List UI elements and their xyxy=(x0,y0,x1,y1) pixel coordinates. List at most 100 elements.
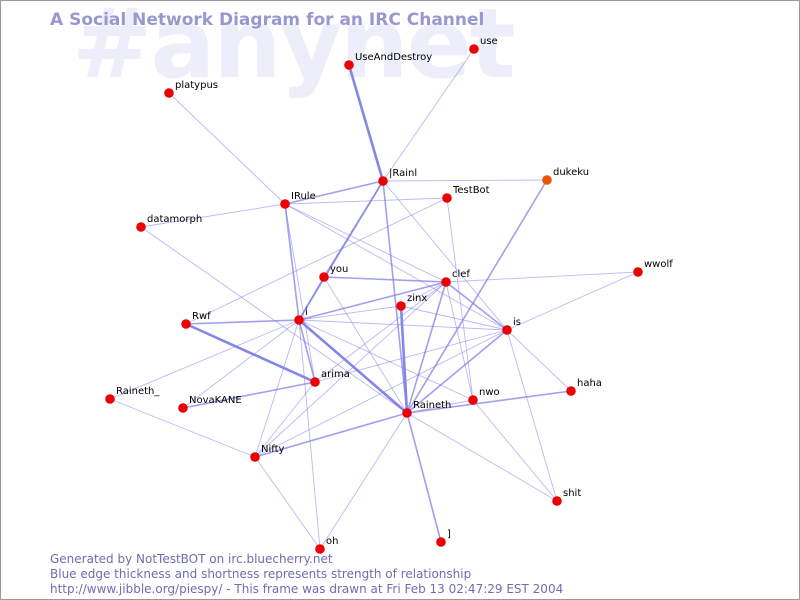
node-dot-platypus xyxy=(164,88,174,98)
edge-i-Raineth_ xyxy=(109,319,300,400)
node-label-Rainl: |Rainl xyxy=(389,168,417,179)
edge-clef-Nifty xyxy=(254,281,447,458)
node-nwo: nwo xyxy=(468,387,500,405)
edge-dukeku-Raineth xyxy=(406,179,548,414)
node-label-shit: shit xyxy=(563,488,581,499)
node-label-clef: clef xyxy=(452,269,470,280)
edge-nwo-shit xyxy=(472,399,558,502)
node-label-NovaKANE: NovaKANE xyxy=(189,395,242,406)
edge-Raineth-oh xyxy=(319,412,408,550)
node-Rwf: Rwf xyxy=(181,311,211,329)
node-arima: arima xyxy=(310,369,350,387)
node-dot-use xyxy=(469,44,479,54)
edge-i-oh xyxy=(298,319,321,550)
node-oh: oh xyxy=(315,536,338,554)
node-label-haha: haha xyxy=(577,378,602,389)
node-label-nwo: nwo xyxy=(479,387,500,398)
node-label-platypus: platypus xyxy=(175,80,218,91)
node-dot-Rwf xyxy=(181,319,191,329)
edge-i-nwo xyxy=(298,319,474,401)
edge-i-NovaKANE xyxy=(182,319,300,409)
node-dot-bracket xyxy=(436,537,446,547)
edge-clef-i xyxy=(298,281,447,321)
node-shit: shit xyxy=(552,488,581,506)
node-dot-oh xyxy=(315,544,325,554)
node-dot-NovaKANE xyxy=(178,403,188,413)
node-label-Rwf: Rwf xyxy=(192,311,211,322)
edge-Rainl-Raineth xyxy=(382,180,408,414)
node-label-i: i xyxy=(305,307,308,318)
diagram-title: A Social Network Diagram for an IRC Chan… xyxy=(50,10,485,30)
edge-clef-arima xyxy=(314,281,447,383)
edge-clef-is xyxy=(445,281,508,331)
edge-IRule-i xyxy=(284,203,300,321)
node-use: use xyxy=(469,36,498,54)
footer: Generated by NotTestBOT on irc.bluecherr… xyxy=(50,552,563,597)
node-datamorph: datamorph xyxy=(136,214,202,232)
node-label-arima: arima xyxy=(321,369,350,380)
node-dot-IRule xyxy=(280,199,290,209)
edge-is-Nifty xyxy=(254,329,508,458)
node-platypus: platypus xyxy=(164,80,218,98)
node-dot-nwo xyxy=(468,395,478,405)
edge-Rainl-dukeku xyxy=(382,179,548,182)
edge-Raineth-shit xyxy=(406,412,558,502)
node-dot-Rainl xyxy=(378,176,388,186)
node-dot-haha xyxy=(566,386,576,396)
node-dot-Raineth_ xyxy=(105,394,115,404)
edge-clef-Raineth xyxy=(406,281,447,414)
edge-Rwf-arima xyxy=(185,322,316,384)
node-wwolf: wwolf xyxy=(633,259,673,277)
edge-Rwf-i xyxy=(185,319,300,325)
node-label-bracket: ] xyxy=(447,529,451,540)
edge-arima-Nifty xyxy=(254,381,316,458)
edge-IRule-clef xyxy=(284,203,447,283)
node-label-Nifty: Nifty xyxy=(261,444,285,455)
node-haha: haha xyxy=(566,378,602,396)
node-label-Raineth: Raineth xyxy=(413,400,451,411)
edge-platypus-IRule xyxy=(168,92,286,205)
edge-TestBot-Rwf xyxy=(185,197,448,325)
node-Nifty: Nifty xyxy=(250,444,285,462)
node-label-oh: oh xyxy=(326,536,338,547)
footer-url-timestamp: http://www.jibble.org/piespy/ - This fra… xyxy=(50,582,564,596)
edge-UseAndDestroy-Rainl xyxy=(347,64,385,182)
node-TestBot: TestBot xyxy=(442,185,490,203)
node-dot-clef xyxy=(441,277,451,287)
edge-Raineth-Nifty xyxy=(254,412,408,458)
footer-generated-by: Generated by NotTestBOT on irc.bluecherr… xyxy=(50,552,333,566)
edge-use-Rainl xyxy=(382,48,475,182)
node-dot-UseAndDestroy xyxy=(344,60,354,70)
edge-TestBot-nwo xyxy=(446,197,474,401)
edge-datamorph-Raineth xyxy=(140,226,408,414)
edge-Raineth_-Nifty xyxy=(109,398,256,458)
node-dot-is xyxy=(502,325,512,335)
edge-is-shit xyxy=(506,329,558,502)
node-dot-arima xyxy=(310,377,320,387)
edge-IRule-datamorph xyxy=(140,203,286,228)
edge-you-i xyxy=(298,276,325,321)
footer-legend-note: Blue edge thickness and shortness repres… xyxy=(50,567,472,581)
node-label-dukeku: dukeku xyxy=(553,167,589,178)
node-label-zinx: zinx xyxy=(407,293,427,304)
node-Rainl: |Rainl xyxy=(378,168,417,186)
node-is: is xyxy=(502,317,521,335)
node-NovaKANE: NovaKANE xyxy=(178,395,242,413)
node-i: i xyxy=(294,307,308,325)
channel-watermark: #anynet xyxy=(72,0,515,100)
node-IRule: IRule xyxy=(280,191,316,209)
node-dot-Nifty xyxy=(250,452,260,462)
node-label-Raineth_: Raineth_ xyxy=(116,386,160,397)
node-dot-shit xyxy=(552,496,562,506)
node-dot-datamorph xyxy=(136,222,146,232)
node-dot-i xyxy=(294,315,304,325)
node-dot-wwolf xyxy=(633,267,643,277)
node-dot-dukeku xyxy=(542,175,552,185)
node-clef: clef xyxy=(441,269,470,287)
edge-layer xyxy=(109,48,639,550)
node-label-TestBot: TestBot xyxy=(452,185,490,196)
edge-is-arima xyxy=(314,329,508,383)
edge-TestBot-IRule xyxy=(284,197,448,205)
node-dukeku: dukeku xyxy=(542,167,589,185)
